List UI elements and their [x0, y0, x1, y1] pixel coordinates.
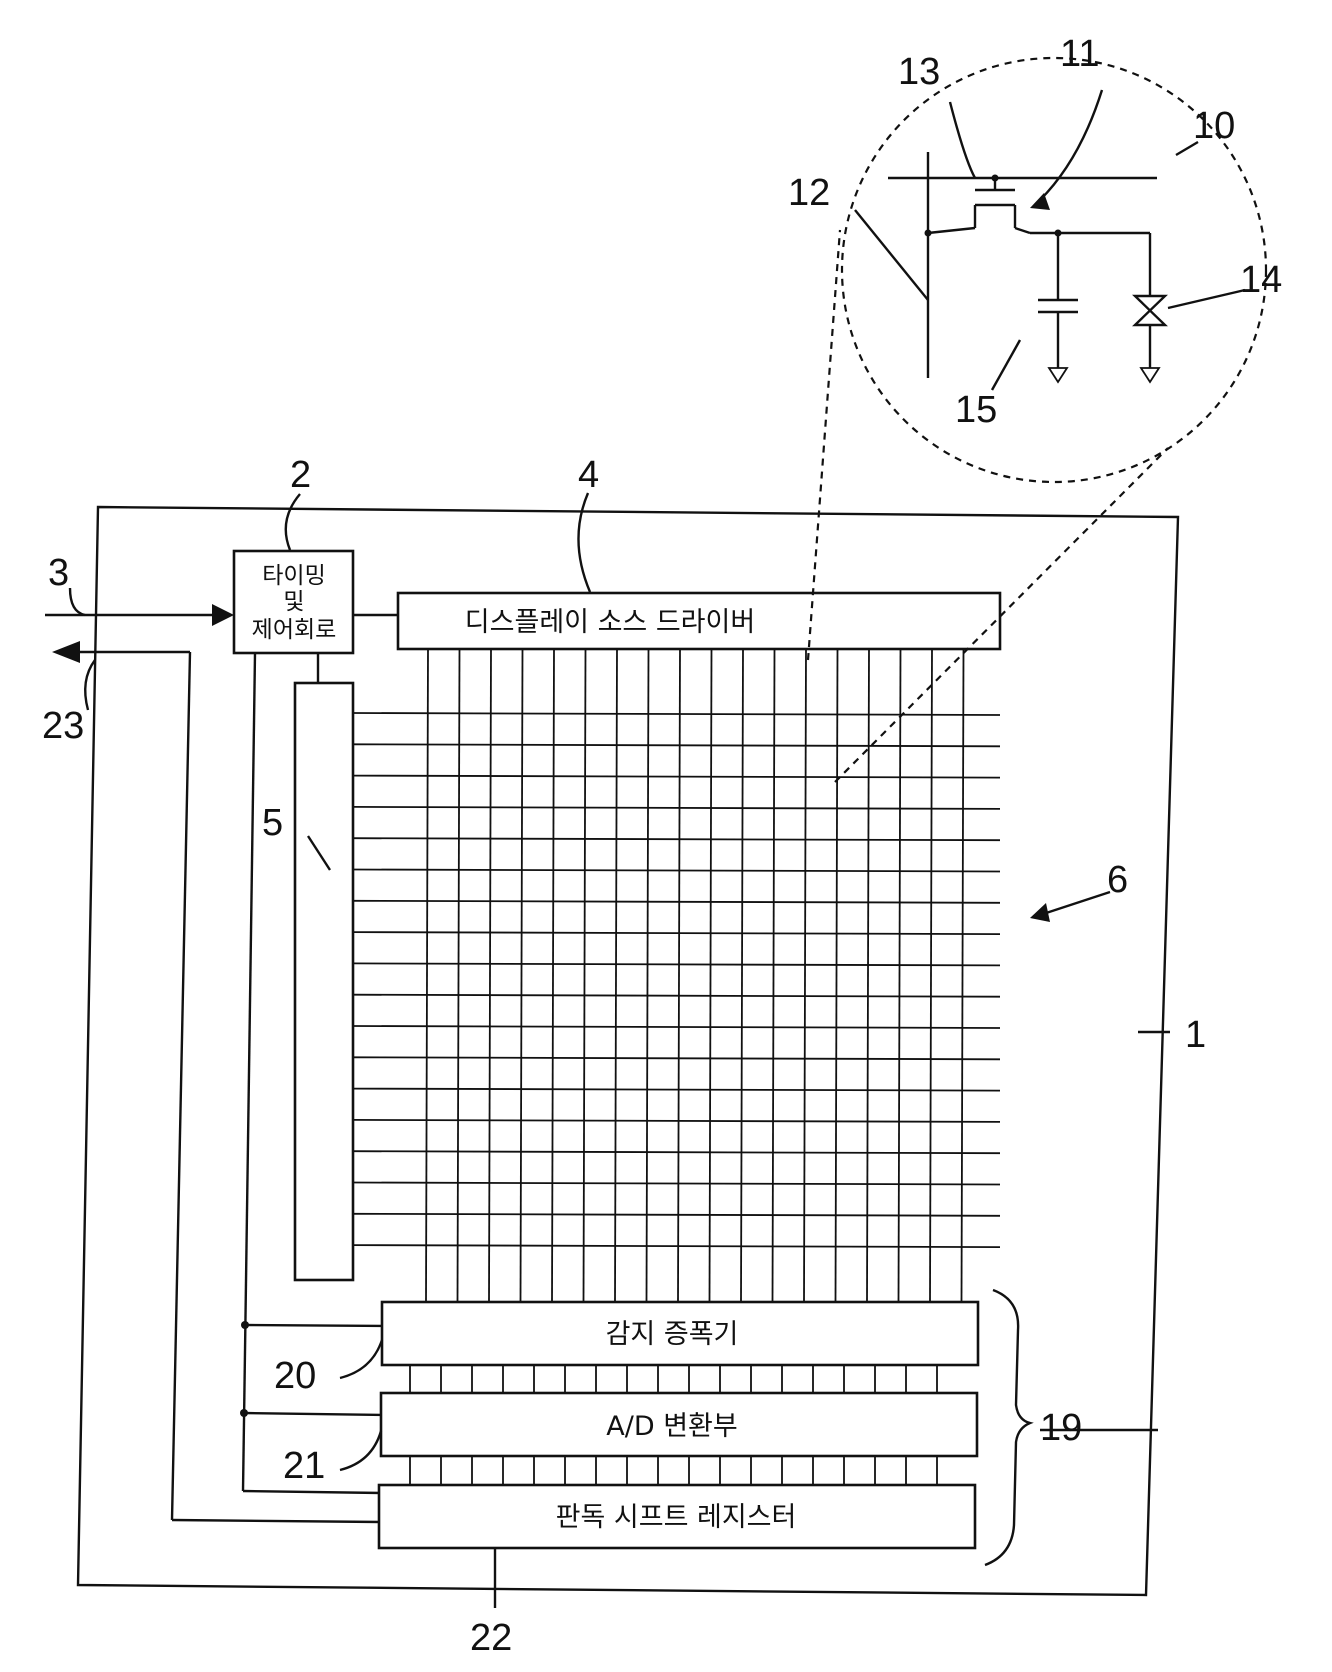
- gate-line: [353, 807, 1000, 809]
- ref-5: 5: [262, 802, 283, 844]
- data-line: [741, 649, 743, 1302]
- data-line: [773, 649, 775, 1302]
- ref-3: 3: [48, 552, 69, 594]
- ref-12: 12: [788, 172, 830, 214]
- ref-21: 21: [283, 1445, 325, 1487]
- source-driver-label: 디스플레이 소스 드라이버: [465, 607, 755, 638]
- gate-line: [353, 744, 1000, 746]
- ref-11: 11: [1060, 33, 1099, 75]
- ref-1: 1: [1185, 1014, 1206, 1056]
- ref-14: 14: [1240, 259, 1282, 301]
- gate-driver-block: [295, 683, 353, 1280]
- gate-line: [353, 1245, 1000, 1247]
- gate-line: [353, 870, 1000, 872]
- ref-4: 4: [578, 454, 599, 496]
- arrow-6-head: [1030, 903, 1050, 922]
- data-line: [678, 649, 680, 1302]
- ref-19: 19: [1040, 1407, 1082, 1449]
- ref-2: 2: [290, 454, 311, 496]
- data-line: [836, 649, 838, 1302]
- data-line: [867, 649, 869, 1302]
- gate-line: [353, 1183, 1000, 1185]
- ref-10: 10: [1193, 105, 1235, 147]
- adc-to-shift-register-connections: [410, 1456, 937, 1485]
- sense-amplifier-label: 감지 증폭기: [606, 1319, 739, 1350]
- ref-23: 23: [42, 705, 84, 747]
- gate-line: [353, 1057, 1000, 1059]
- timing-control-line-3: 제어회로: [252, 617, 337, 643]
- adc-block: A/D 변환부: [381, 1393, 977, 1456]
- ref-20: 20: [274, 1355, 316, 1397]
- ref-13: 13: [898, 51, 940, 93]
- gate-line: [353, 901, 1000, 903]
- sense-amplifier-block: 감지 증폭기: [382, 1302, 978, 1365]
- ref-15: 15: [955, 389, 997, 431]
- data-line: [521, 649, 523, 1302]
- sense-to-adc-connections: [410, 1365, 937, 1393]
- data-line: [710, 649, 712, 1302]
- arrow-11-head: [1030, 193, 1050, 210]
- gate-line: [353, 995, 1000, 997]
- gate-line: [353, 1214, 1000, 1216]
- timing-control-line-2: 및: [283, 589, 304, 615]
- data-line: [647, 649, 649, 1302]
- shift-register-label: 판독 시프트 레지스터: [556, 1502, 797, 1533]
- gate-line: [353, 963, 1000, 965]
- gate-line: [353, 838, 1000, 840]
- timing-control-line-1: 타이밍: [262, 563, 325, 589]
- data-lines: [426, 649, 964, 1302]
- data-line: [458, 649, 460, 1302]
- ref-22: 22: [470, 1617, 512, 1659]
- gate-lines: [353, 713, 1000, 1247]
- shift-register-block: 판독 시프트 레지스터: [379, 1485, 975, 1548]
- data-line: [804, 649, 806, 1302]
- adc-label: A/D 변환부: [606, 1411, 737, 1442]
- timing-control-block: 타이밍 및 제어회로: [234, 551, 353, 653]
- gate-line: [353, 1026, 1000, 1028]
- gate-line: [353, 1151, 1000, 1153]
- data-line: [552, 649, 554, 1302]
- data-line: [426, 649, 428, 1302]
- source-driver-block: 디스플레이 소스 드라이버: [398, 593, 1000, 649]
- gate-line: [353, 1120, 1000, 1122]
- ref-6: 6: [1107, 859, 1128, 901]
- gate-line: [353, 1089, 1000, 1091]
- data-line: [615, 649, 617, 1302]
- gate-line: [353, 932, 1000, 934]
- gate-line: [353, 776, 1000, 778]
- data-line: [489, 649, 491, 1302]
- data-line: [584, 649, 586, 1302]
- read-section-brace: [985, 1290, 1030, 1565]
- data-line: [899, 649, 901, 1302]
